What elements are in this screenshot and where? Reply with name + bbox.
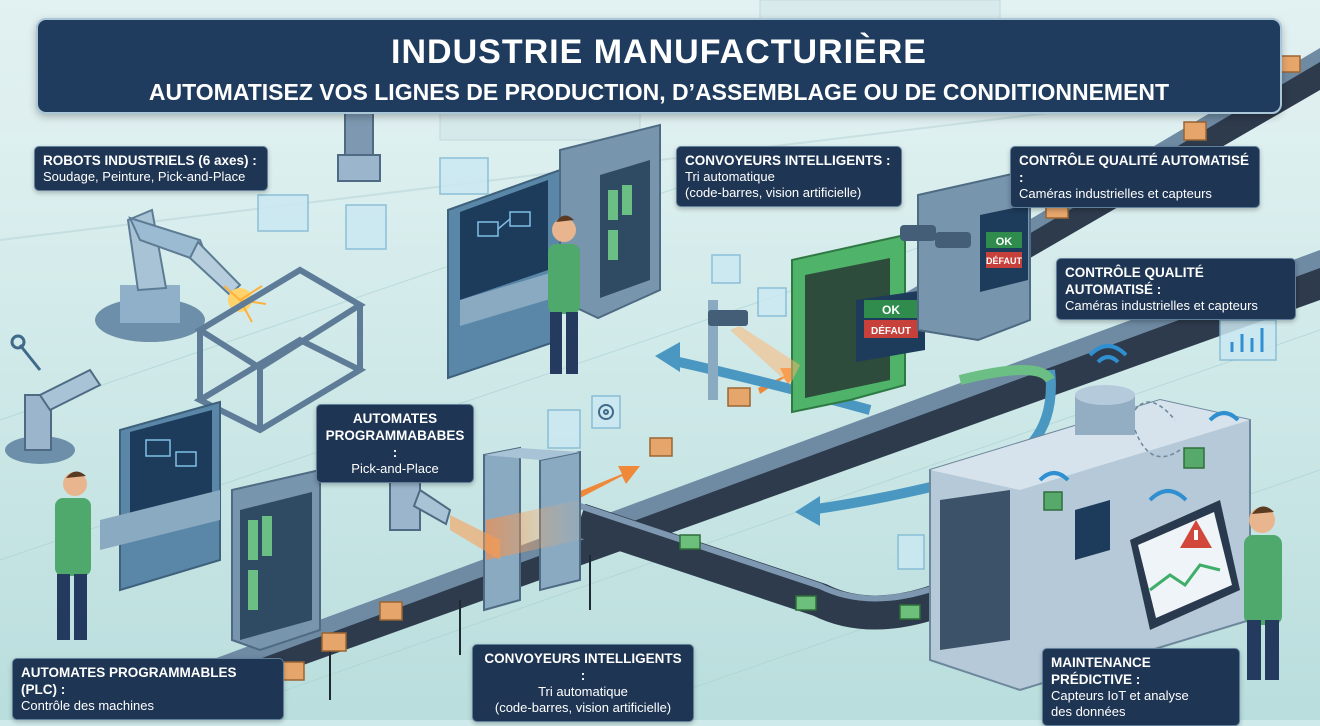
wifi-icon	[1038, 344, 1240, 502]
server-rack-left	[231, 468, 321, 652]
vision-arch	[483, 446, 581, 612]
floating-panels	[257, 157, 1277, 570]
callout-qualite-mid-desc: Caméras industrielles et capteurs	[1065, 298, 1258, 313]
callout-qualite-mid: CONTRÔLE QUALITÉ AUTOMATISÉ : Caméras in…	[1056, 258, 1296, 320]
callout-qualite-mid-title: CONTRÔLE QUALITÉ AUTOMATISÉ :	[1065, 265, 1204, 297]
callout-plc-title: AUTOMATES PROGRAMMABLES (PLC) :	[21, 665, 237, 697]
control-station-left	[100, 400, 221, 592]
server-rack-top	[559, 123, 661, 320]
ok-indicator	[864, 300, 918, 318]
quality-gate	[791, 233, 925, 414]
callout-convoyeurs-bottom: CONVOYEURS INTELLIGENTS : Tri automatiqu…	[472, 644, 694, 722]
cloud-database-icon	[1134, 401, 1181, 458]
operator-left	[55, 471, 91, 640]
operator-right	[1244, 506, 1282, 680]
callout-automates-mid-title1: AUTOMATES	[352, 411, 438, 426]
pick-robot	[5, 368, 102, 464]
callout-plc-desc: Contrôle des machines	[21, 698, 154, 713]
wrench-icon	[10, 334, 42, 371]
callout-convoyeurs-top-title: CONVOYEURS INTELLIGENTS :	[685, 153, 891, 168]
camera-icon	[708, 300, 800, 400]
callout-maintenance-desc2: des données	[1051, 704, 1126, 719]
callout-qualite-top-desc: Caméras industrielles et capteurs	[1019, 186, 1212, 201]
predictive-machine	[929, 385, 1251, 692]
camera-machine	[900, 168, 1031, 342]
iot-sensors	[1043, 447, 1205, 511]
defaut-indicator	[864, 320, 918, 338]
warning-icon	[1180, 520, 1212, 548]
callout-convoyeurs-top-desc2: (code-barres, vision artificielle)	[685, 185, 862, 200]
callout-convoyeurs-bottom-desc2: (code-barres, vision artificielle)	[494, 700, 672, 715]
vision-robot	[389, 479, 500, 560]
maintenance-tablet	[1130, 500, 1240, 630]
callout-automates-mid: AUTOMATES PROGRAMMABABES : Pick-and-Plac…	[316, 404, 474, 483]
callout-automates-mid-title2: PROGRAMMABABES :	[325, 428, 465, 460]
assembly-frame	[193, 266, 367, 434]
header-banner: INDUSTRIE MANUFACTURIÈRE AUTOMATISEZ VOS…	[36, 18, 1282, 114]
ok-text: OK	[882, 303, 900, 317]
callout-robots-title: ROBOTS INDUSTRIELS (6 axes) :	[43, 153, 257, 168]
callout-automates-mid-desc: Pick-and-Place	[351, 461, 439, 476]
welding-robot	[95, 208, 267, 342]
callout-convoyeurs-top: CONVOYEURS INTELLIGENTS : Tri automatiqu…	[676, 146, 902, 207]
callout-convoyeurs-bottom-desc1: Tri automatique	[538, 684, 628, 699]
callout-robots-desc: Soudage, Peinture, Pick-and-Place	[43, 169, 246, 184]
callout-maintenance-desc1: Capteurs IoT et analyse	[1051, 688, 1189, 703]
ok-text-2: OK	[996, 236, 1013, 248]
defaut-text-2: DÉFAUT	[986, 256, 1023, 266]
callout-plc: AUTOMATES PROGRAMMABLES (PLC) : Contrôle…	[12, 658, 284, 720]
callout-qualite-top: CONTRÔLE QUALITÉ AUTOMATISÉ : Caméras in…	[1010, 146, 1260, 208]
control-station-top	[447, 168, 561, 380]
callout-convoyeurs-top-desc1: Tri automatique	[685, 169, 775, 184]
gear-icon	[598, 404, 614, 420]
page-title: INDUSTRIE MANUFACTURIÈRE	[391, 33, 927, 71]
chart-icon	[1230, 328, 1264, 352]
page-subtitle: AUTOMATISEZ VOS LIGNES DE PRODUCTION, D’…	[148, 79, 1170, 105]
callout-maintenance: MAINTENANCE PRÉDICTIVE : Capteurs IoT et…	[1042, 648, 1240, 726]
defaut-text: DÉFAUT	[871, 324, 911, 337]
callout-robots: ROBOTS INDUSTRIELS (6 axes) : Soudage, P…	[34, 146, 268, 191]
callout-convoyeurs-bottom-title: CONVOYEURS INTELLIGENTS :	[484, 651, 682, 683]
callout-qualite-top-title: CONTRÔLE QUALITÉ AUTOMATISÉ :	[1019, 153, 1249, 185]
callout-maintenance-title: MAINTENANCE PRÉDICTIVE :	[1051, 655, 1151, 687]
operator-top	[548, 215, 580, 374]
